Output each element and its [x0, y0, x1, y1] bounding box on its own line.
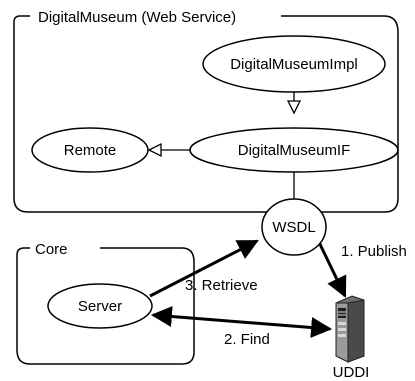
uddi-label: UDDI [333, 364, 370, 381]
web-service-container: DigitalMuseum (Web Service) [13, 9, 399, 213]
retrieve-label: 3. Retrieve [185, 277, 258, 294]
if-to-remote-arrowhead [147, 142, 162, 158]
remote-node: Remote [31, 127, 149, 173]
find-label: 2. Find [224, 331, 270, 348]
uddi-node: UDDI [333, 295, 370, 381]
interface-node: DigitalMuseumIF [189, 127, 399, 173]
impl-label: DigitalMuseumImpl [230, 56, 358, 73]
wsdl-label: WSDL [272, 219, 315, 236]
core-title: Core [35, 241, 68, 258]
core-container: Core [16, 241, 195, 365]
publish-label: 1. Publish [341, 243, 407, 260]
server-node: Server [47, 283, 153, 329]
impl-node: DigitalMuseumImpl [202, 35, 386, 93]
impl-to-if-arrowhead [286, 100, 302, 115]
remote-label: Remote [64, 142, 117, 159]
server-tower-icon [335, 295, 365, 363]
wsdl-node: WSDL [261, 198, 327, 256]
publish-arrow [315, 237, 347, 298]
find-arrow [150, 306, 333, 338]
connectors [147, 92, 347, 338]
interface-label: DigitalMuseumIF [238, 142, 351, 159]
retrieve-arrow [149, 239, 259, 298]
server-label: Server [78, 298, 122, 315]
web-service-title: DigitalMuseum (Web Service) [38, 9, 236, 26]
